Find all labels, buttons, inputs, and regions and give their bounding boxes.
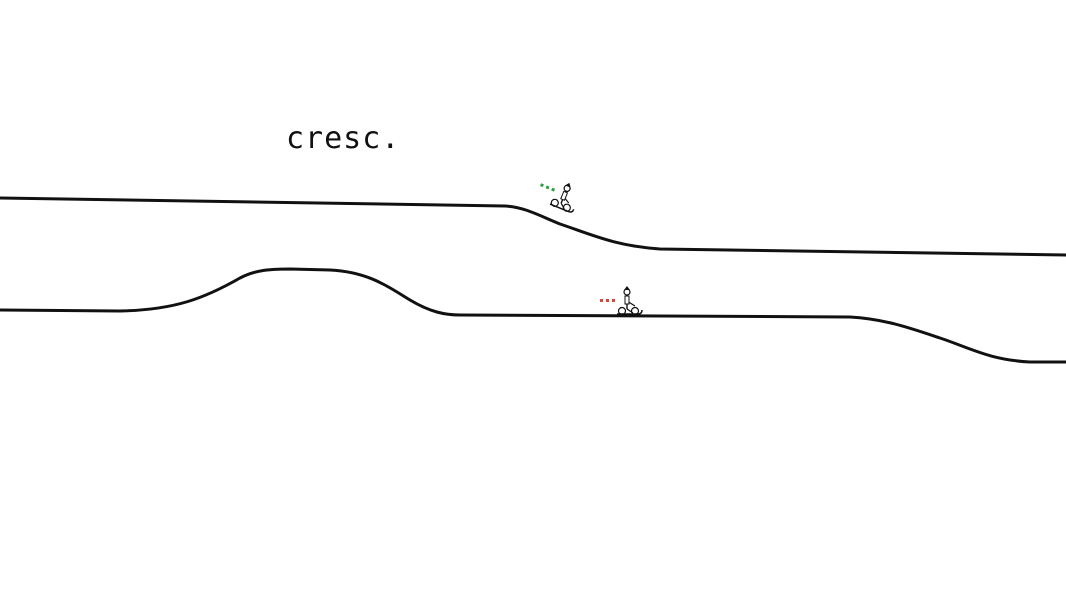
lower-rider	[600, 286, 643, 316]
upper-rider	[540, 182, 575, 213]
lower-track-line	[0, 267, 1066, 364]
upper-track-line	[0, 196, 1066, 257]
lower-rider-trail	[600, 299, 615, 302]
upper-rider-trail	[540, 183, 556, 192]
level-annotation-text: cresc.	[286, 121, 401, 156]
